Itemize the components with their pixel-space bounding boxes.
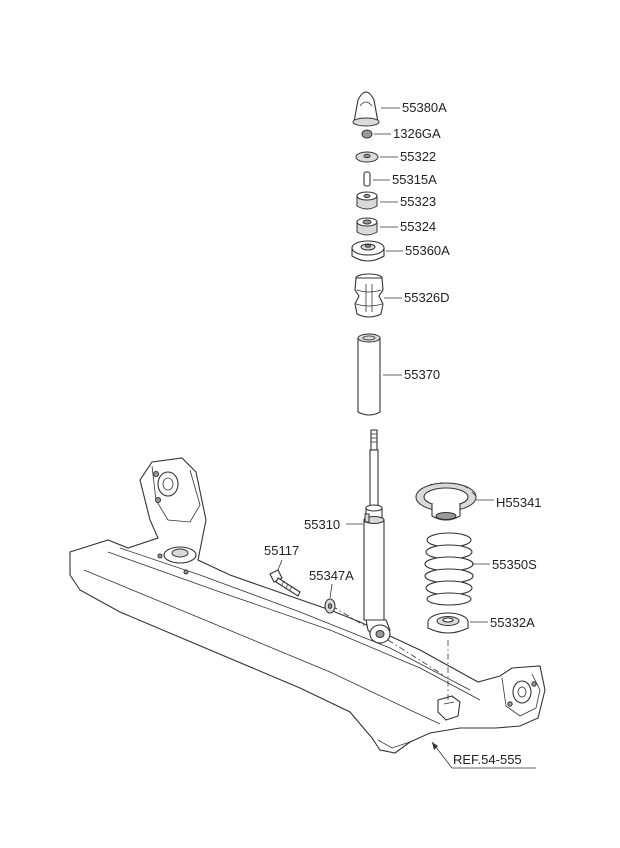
label-55360A: 55360A [405,243,450,258]
upper-mount-55360A: 55360A [351,240,450,262]
label-55310: 55310 [304,517,340,532]
bump-stopper-55326D: 55326D [354,273,450,318]
reference-callout: REF.54-555 [431,741,536,769]
label-55347A: 55347A [309,568,354,583]
shock-absorber-55310: 55310 [304,429,391,644]
label-55326D: 55326D [404,290,450,305]
spring-pad-55332A: 55332A [427,612,535,634]
rear-axle-beam [69,457,546,754]
washer-55322: 55322 [355,149,436,164]
dust-cap-55380A: 55380A [352,91,447,127]
label-55315A: 55315A [392,172,437,187]
dust-cover-55370: 55370 [357,333,440,416]
nut-1326GA: 1326GA [361,126,441,141]
label-1326GA: 1326GA [393,126,441,141]
label-55322: 55322 [400,149,436,164]
label-55350S: 55350S [492,557,537,572]
bushing-55323: 55323 [356,191,436,210]
label-55370: 55370 [404,367,440,382]
bolt-55117: 55117 [264,543,301,597]
label-H55341: H55341 [496,495,542,510]
label-55324: 55324 [400,219,436,234]
washer-55347A: 55347A [309,568,354,614]
label-55117: 55117 [264,543,299,558]
bushing-55324: 55324 [356,217,436,236]
label-55332A: 55332A [490,615,535,630]
sleeve-55315A: 55315A [363,171,437,187]
label-55380A: 55380A [402,100,447,115]
coil-spring-55350S: 55350S [424,532,537,606]
spring-seat-H55341: H55341 [415,482,542,521]
label-55323: 55323 [400,194,436,209]
label-reference: REF.54-555 [453,752,522,767]
